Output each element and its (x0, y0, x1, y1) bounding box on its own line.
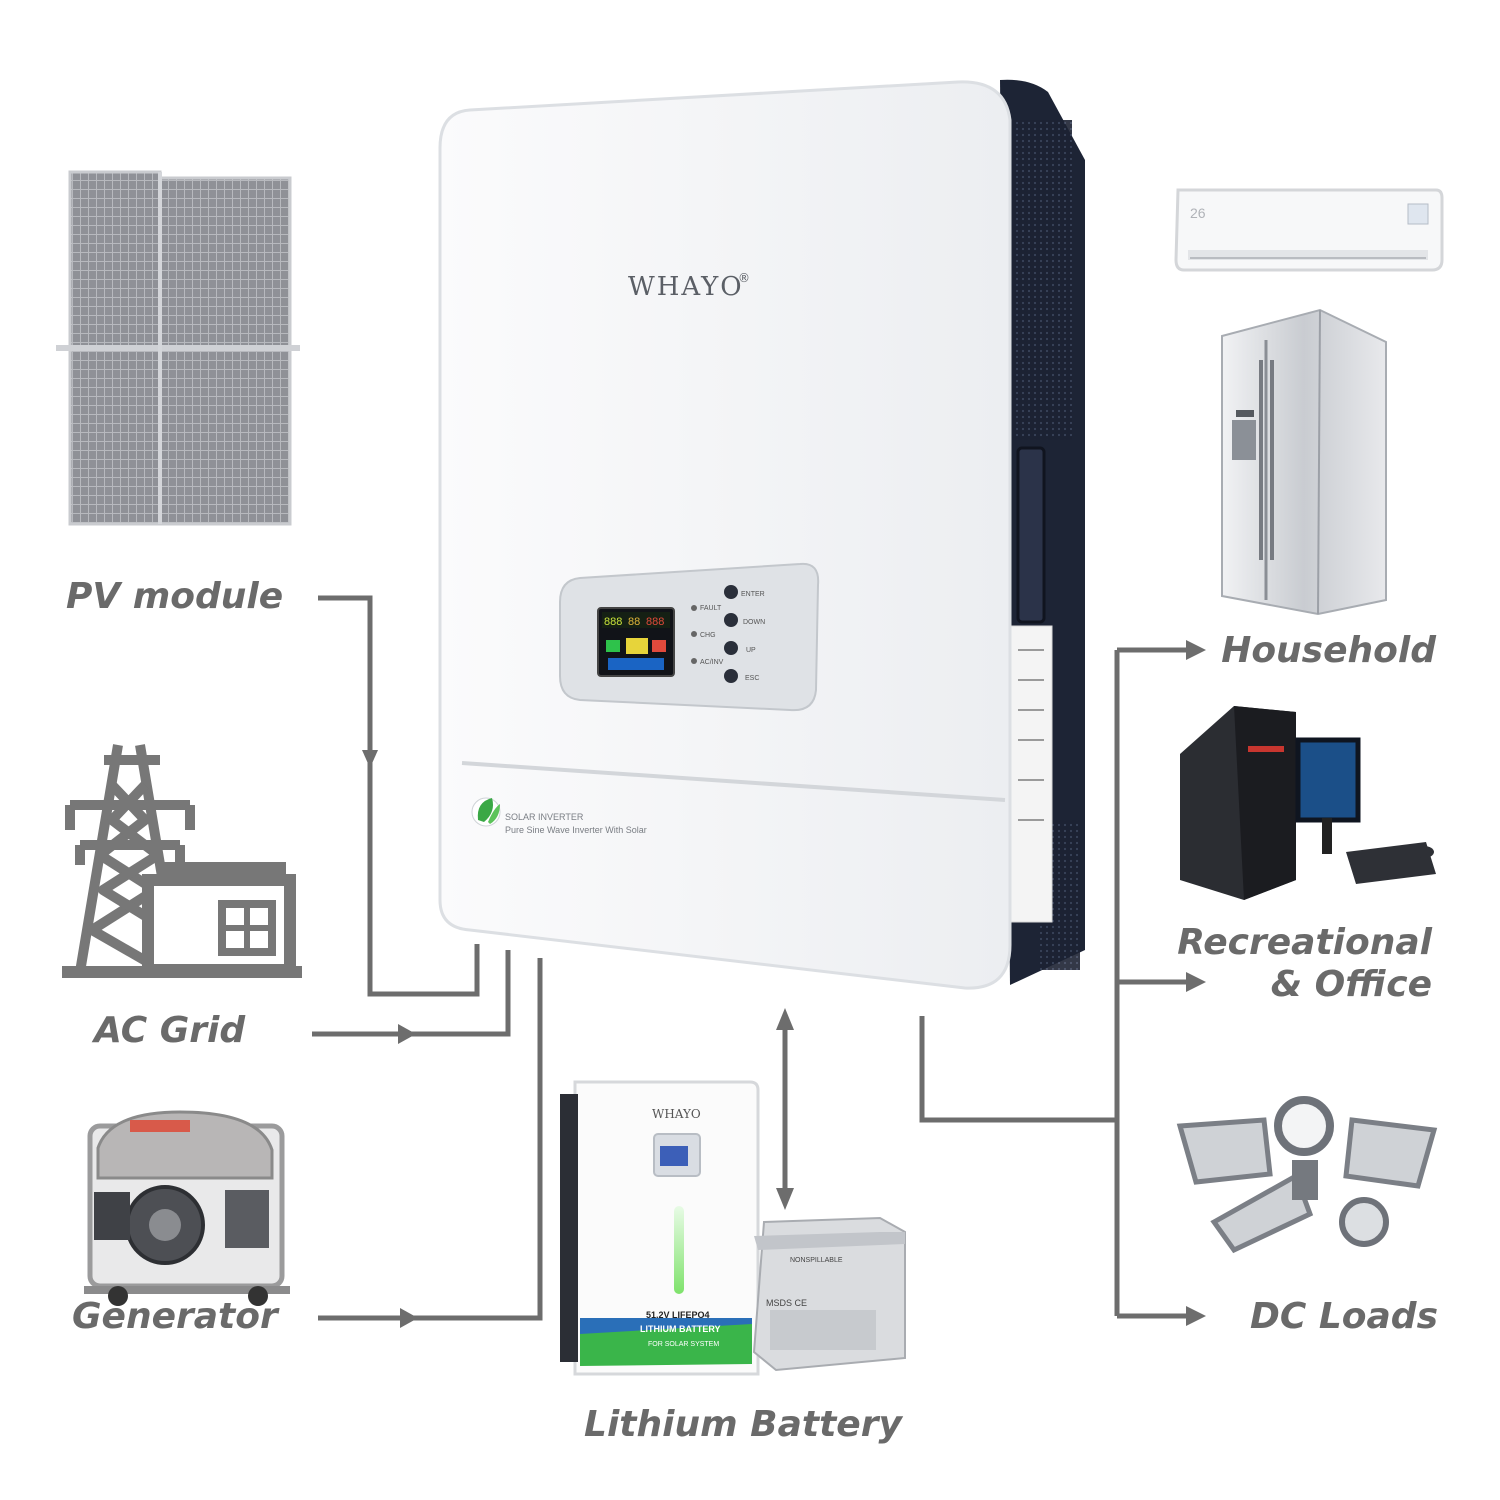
connection-lines (312, 595, 1206, 1328)
ac-grid-icon (62, 744, 302, 978)
down-button-label: DOWN (743, 619, 765, 626)
fault-indicator-label: FAULT (700, 605, 722, 612)
product-desc-text: Pure Sine Wave Inverter With Solar (505, 825, 647, 835)
air-conditioner-icon (1174, 188, 1444, 272)
flood-lights-icon (1176, 1096, 1438, 1254)
inverter-brand-text: WHAYO (628, 272, 744, 302)
household-label: Household (1221, 630, 1436, 671)
pv-connection-line (318, 595, 480, 997)
lead-acid-marks-text: MSDS CE (766, 1298, 807, 1308)
inverter-unit (438, 79, 1085, 990)
esc-button-label: ESC (745, 675, 759, 682)
lithium-battery-icon (560, 1080, 760, 1376)
up-button-label: UP (746, 647, 756, 654)
generator-icon (84, 1110, 290, 1306)
grid-connection-line (312, 950, 511, 1037)
generator-label: Generator (72, 1296, 278, 1337)
enter-button-label: ENTER (741, 591, 765, 598)
ac-display-text: 26 (1190, 205, 1206, 221)
battery-brand-text: WHAYO (652, 1107, 701, 1121)
generator-connection-line (318, 958, 543, 1321)
output-connection-line (919, 1016, 1117, 1123)
lcd-readout-2: 88 (628, 616, 640, 628)
pv-module-icon (56, 170, 300, 526)
lcd-readout-3: 888 (646, 616, 664, 628)
battery-spec-text: 51.2V LIFEPO4 (646, 1310, 710, 1320)
ac-grid-label: AC Grid (94, 1010, 246, 1051)
refrigerator-icon (1221, 308, 1387, 616)
leaf-logo-icon (471, 797, 501, 827)
pv-module-label: PV module (66, 576, 284, 617)
recreational-label-line1: Recreational (1177, 922, 1432, 963)
battery-type-text: LITHIUM BATTERY (640, 1324, 721, 1334)
dc-loads-label: DC Loads (1250, 1296, 1438, 1337)
inverter-reg-mark: ® (738, 271, 750, 285)
computer-icon (1180, 706, 1436, 900)
lithium-battery-label: Lithium Battery (584, 1404, 902, 1445)
product-line-text: SOLAR INVERTER (505, 812, 584, 822)
recreational-label: Recreational & Office (1140, 922, 1432, 1006)
lead-acid-tag-text: NONSPILLABLE (790, 1257, 843, 1264)
acinv-indicator-label: AC/INV (700, 659, 724, 666)
lcd-readout-1: 888 (604, 616, 622, 628)
lead-acid-battery-icon (752, 1216, 906, 1372)
battery-use-text: FOR SOLAR SYSTEM (648, 1341, 719, 1348)
chg-indicator-label: CHG (700, 632, 716, 639)
recreational-label-line2: & Office (1270, 964, 1432, 1005)
